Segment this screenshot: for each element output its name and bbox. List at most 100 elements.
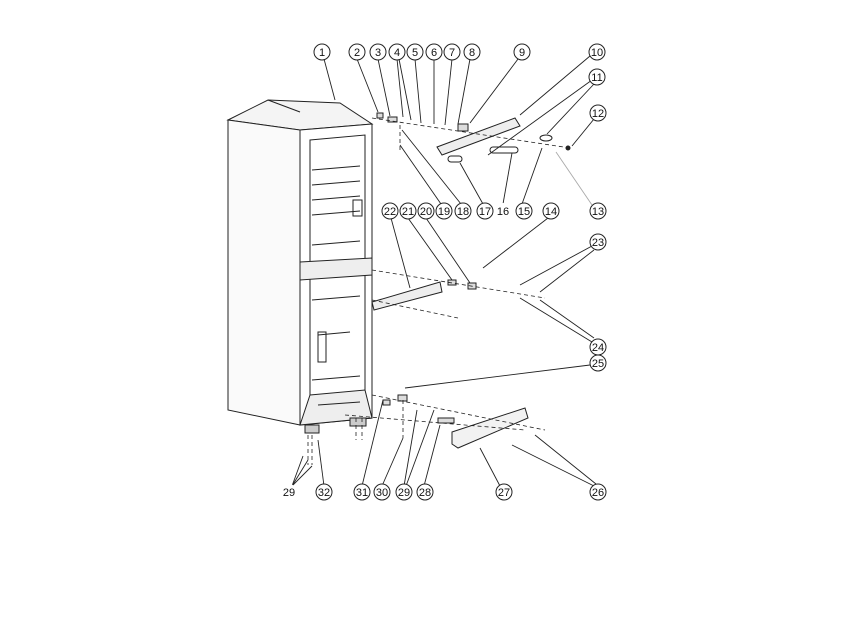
callout-3: 3	[369, 43, 387, 61]
callout-32: 32	[315, 483, 333, 501]
callout-26: 26	[589, 483, 607, 501]
callout-number: 27	[498, 487, 510, 499]
callout-28: 28	[416, 483, 434, 501]
hinge-parts	[371, 112, 571, 449]
callout-number: 24	[592, 342, 604, 354]
callout-number: 6	[431, 47, 437, 59]
callout-14: 14	[542, 202, 560, 220]
callout-circle	[369, 43, 387, 61]
callout-6: 6	[425, 43, 443, 61]
callout-circle	[495, 203, 511, 219]
callout-circle	[589, 354, 607, 372]
callout-23: 23	[589, 233, 607, 251]
callout-circle	[425, 43, 443, 61]
callout-12: 12	[589, 104, 607, 122]
assembly-lines	[307, 117, 571, 465]
callout-number: 20	[420, 206, 432, 218]
callout-21: 21	[399, 202, 417, 220]
callout-number: 30	[376, 487, 388, 499]
callout-24: 24	[589, 338, 607, 356]
callout-33: 29	[281, 484, 297, 500]
callout-number: 31	[356, 487, 368, 499]
callout-circle	[588, 68, 606, 86]
callout-circle	[373, 483, 391, 501]
leader-lines	[291, 55, 597, 487]
callout-15: 15	[515, 202, 533, 220]
callout-number: 16	[497, 206, 509, 218]
callout-circle	[399, 202, 417, 220]
callout-31: 31	[353, 483, 371, 501]
callout-1: 1	[313, 43, 331, 61]
callout-circle	[395, 483, 413, 501]
callout-circle	[588, 43, 606, 61]
callout-circle	[495, 483, 513, 501]
callout-circle	[463, 43, 481, 61]
callout-number: 25	[592, 358, 604, 370]
callout-number: 11	[591, 72, 602, 84]
callout-25: 25	[589, 354, 607, 372]
callout-number: 18	[457, 206, 469, 218]
callout-circle	[417, 202, 435, 220]
callout-7: 7	[443, 43, 461, 61]
callout-number: 29	[283, 487, 295, 499]
callout-number: 13	[592, 206, 604, 218]
callout-circle	[476, 202, 494, 220]
callout-number: 26	[592, 487, 604, 499]
callout-number: 3	[375, 47, 381, 59]
callout-circle	[542, 202, 560, 220]
callout-number: 21	[402, 206, 414, 218]
refrigerator-cabinet	[226, 99, 374, 434]
callout-circle	[443, 43, 461, 61]
callout-30: 30	[373, 483, 391, 501]
callout-circle	[381, 202, 399, 220]
callout-circle	[388, 43, 406, 61]
callout-circle	[281, 484, 297, 500]
callout-circle	[589, 233, 607, 251]
callout-number: 14	[545, 206, 557, 218]
callout-circle	[348, 43, 366, 61]
callout-29: 29	[395, 483, 413, 501]
callout-circle	[313, 43, 331, 61]
callout-circle	[513, 43, 531, 61]
callout-8: 8	[463, 43, 481, 61]
callout-number: 32	[318, 487, 330, 499]
callout-number: 7	[449, 47, 455, 59]
callout-number: 17	[479, 206, 491, 218]
callout-5: 5	[406, 43, 424, 61]
callout-number: 29	[398, 487, 410, 499]
callout-19: 19	[435, 202, 453, 220]
callout-20: 20	[417, 202, 435, 220]
callout-27: 27	[495, 483, 513, 501]
callout-number: 1	[319, 47, 325, 59]
callout-number: 19	[438, 206, 450, 218]
callout-number: 22	[384, 206, 396, 218]
callout-circle	[589, 104, 607, 122]
callout-circle	[416, 483, 434, 501]
callout-number: 12	[592, 108, 604, 120]
callout-17: 17	[476, 202, 494, 220]
callout-number: 2	[354, 47, 360, 59]
callout-number: 10	[591, 47, 603, 59]
callout-circle	[406, 43, 424, 61]
callout-number: 23	[592, 237, 604, 249]
callout-circle	[353, 483, 371, 501]
callout-circle	[589, 202, 607, 220]
callout-circle	[435, 202, 453, 220]
callout-number: 15	[518, 206, 530, 218]
callout-number: 28	[419, 487, 431, 499]
callout-circle	[515, 202, 533, 220]
callout-number: 4	[394, 47, 400, 59]
callout-10: 10	[588, 43, 606, 61]
callout-11: 11	[588, 68, 606, 86]
callout-22: 22	[381, 202, 399, 220]
callout-number: 9	[519, 47, 525, 59]
callout-circle	[315, 483, 333, 501]
callout-circle	[589, 483, 607, 501]
callout-9: 9	[513, 43, 531, 61]
callout-13: 13	[589, 202, 607, 220]
callout-circle	[454, 202, 472, 220]
callout-16: 16	[495, 203, 511, 219]
